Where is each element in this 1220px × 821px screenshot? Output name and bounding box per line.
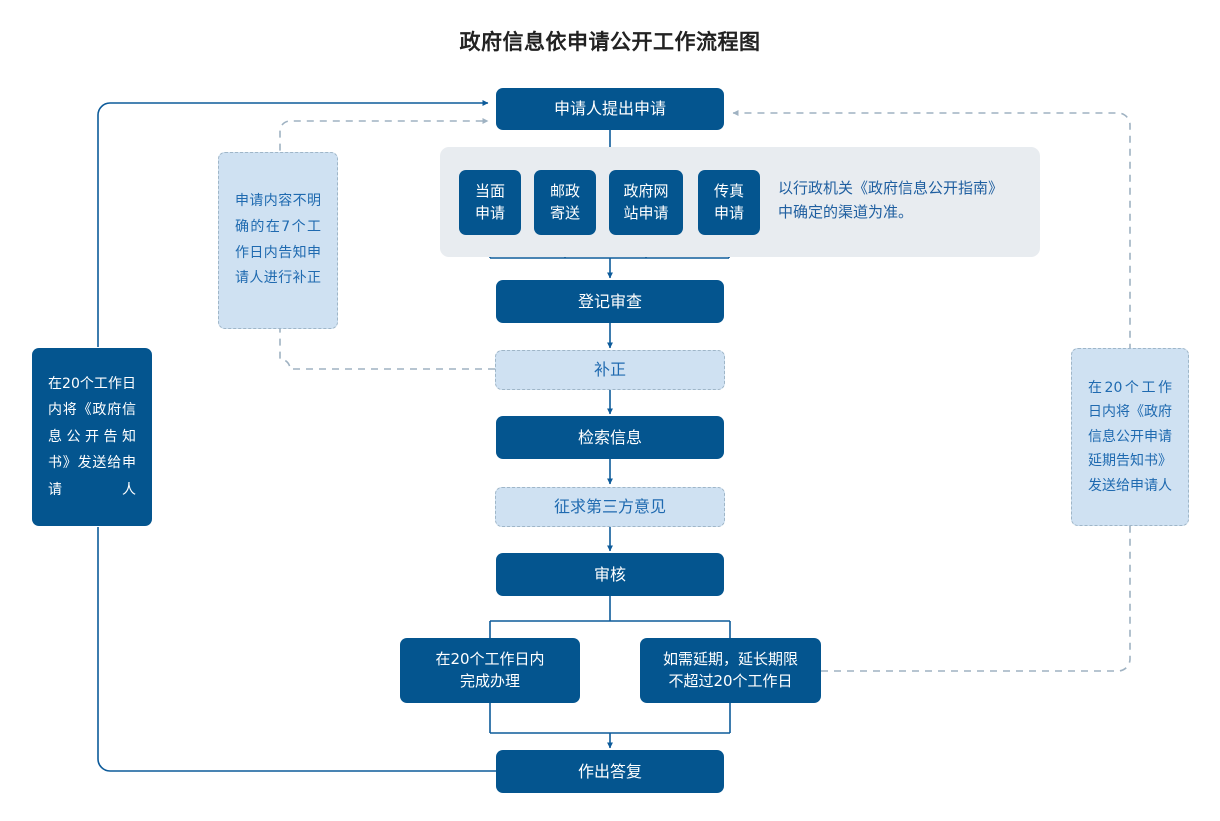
- channel-3-line1: 政府网: [623, 181, 669, 200]
- note-farleft-text: 在20个工作日内将《政府信息公开告知书》发送给申请人: [48, 375, 136, 498]
- node-within20-line1: 在20个工作日内: [435, 649, 545, 668]
- note-disclosure-notice[interactable]: 在20个工作日内将《政府信息公开告知书》发送给申请人: [32, 348, 152, 526]
- node-supplement[interactable]: 补正: [495, 350, 725, 390]
- node-retrieve-info[interactable]: 检索信息: [496, 416, 724, 459]
- node-within20-line2: 完成办理: [459, 671, 520, 690]
- node-supplement-label: 补正: [593, 360, 626, 380]
- node-apply-label: 申请人提出申请: [553, 99, 666, 119]
- node-register-label: 登记审查: [577, 291, 642, 311]
- channel-note-line1: 以行政机关《政府信息公开指南》: [778, 179, 1004, 197]
- node-extension[interactable]: 如需延期，延长期限 不超过20个工作日: [640, 638, 821, 703]
- channel-panel-note: 以行政机关《政府信息公开指南》 中确定的渠道为准。: [778, 176, 1040, 224]
- note-right-text: 在20个工作日内将《政府信息公开申请延期告知书》 发送给申请人: [1088, 379, 1172, 494]
- channel-2-line2: 寄送: [549, 203, 580, 222]
- channel-1-line1: 当面: [474, 181, 505, 200]
- channel-note-line2: 中确定的渠道为准。: [778, 203, 914, 221]
- node-make-reply[interactable]: 作出答复: [496, 750, 724, 793]
- node-extend-line1: 如需延期，延长期限: [662, 649, 798, 668]
- node-extend-line2: 不超过20个工作日: [668, 671, 793, 690]
- node-third-party-opinion[interactable]: 征求第三方意见: [495, 487, 725, 527]
- node-complete-within-20-days[interactable]: 在20个工作日内 完成办理: [400, 638, 580, 703]
- node-channel-website[interactable]: 政府网 站申请: [609, 170, 683, 235]
- node-channel-in-person[interactable]: 当面 申请: [459, 170, 521, 235]
- channel-1-line2: 申请: [474, 203, 505, 222]
- node-reply-label: 作出答复: [577, 761, 642, 781]
- node-review[interactable]: 审核: [496, 553, 724, 596]
- channel-2-line1: 邮政: [549, 181, 580, 200]
- note-extension-notice[interactable]: 在20个工作日内将《政府信息公开申请延期告知书》 发送给申请人: [1071, 348, 1189, 526]
- note-unclear-application[interactable]: 申请内容不明确的在7个工作日内告知申请人进行补正: [218, 152, 338, 329]
- node-thirdparty-label: 征求第三方意见: [553, 497, 666, 517]
- channel-3-line2: 站申请: [623, 203, 669, 222]
- channel-4-line2: 申请: [713, 203, 744, 222]
- node-review-label: 审核: [593, 564, 626, 584]
- node-channel-fax[interactable]: 传真 申请: [698, 170, 760, 235]
- channel-4-line1: 传真: [713, 181, 744, 200]
- node-register-review[interactable]: 登记审查: [496, 280, 724, 323]
- node-channel-post[interactable]: 邮政 寄送: [534, 170, 596, 235]
- node-retrieve-label: 检索信息: [577, 427, 642, 447]
- note-left-text: 申请内容不明确的在7个工作日内告知申请人进行补正: [235, 192, 321, 287]
- page-title: 政府信息依申请公开工作流程图: [459, 30, 761, 54]
- node-apply[interactable]: 申请人提出申请: [496, 88, 724, 130]
